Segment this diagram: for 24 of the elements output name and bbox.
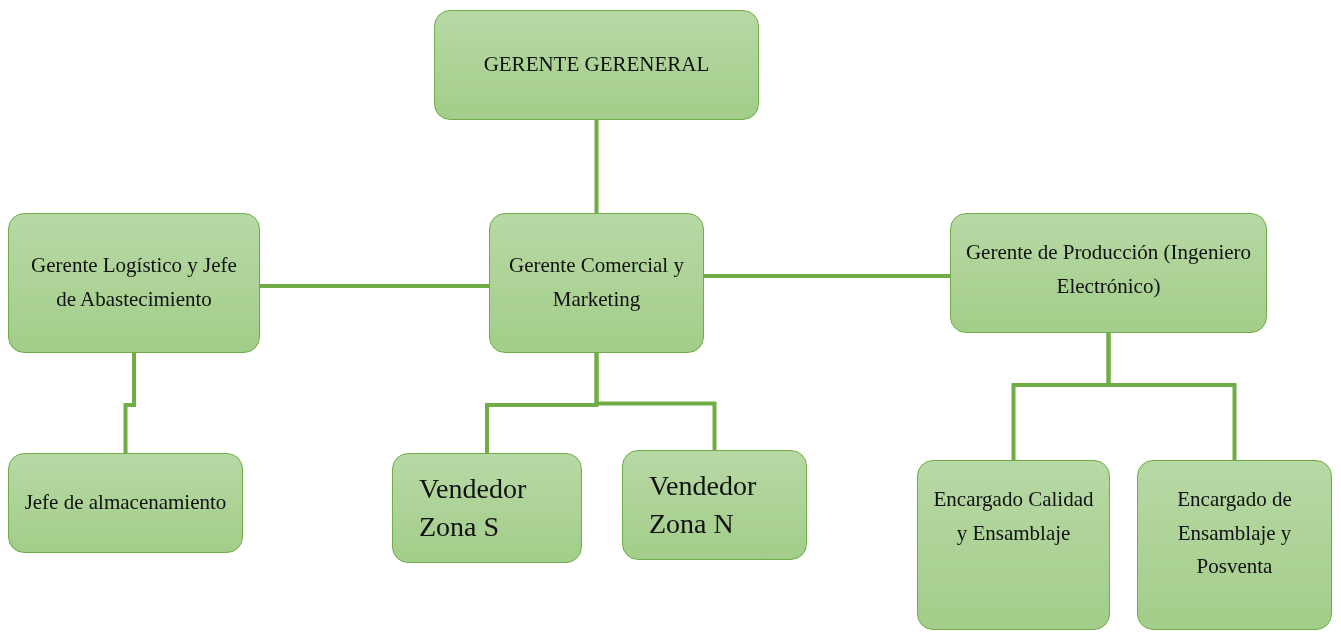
org-box [8,213,260,353]
connector-line [594,120,599,213]
role-title: Jefe de almacenamiento [24,489,227,517]
connector-line [123,353,136,453]
org-box [950,213,1267,333]
org-box [434,10,759,120]
role-title: Encargado de Ensamblaje y Posventa [1176,486,1293,581]
role-title: Gerente de Producción (Ingeniero Electrónico) [965,239,1252,300]
org-box [917,460,1110,630]
role-title: Encargado Calidad y Ensamblaje [932,486,1095,547]
org-box [1137,460,1332,630]
connector-line [594,353,717,450]
role-title: Vendedor Zona S [419,472,528,544]
org-box [392,453,582,563]
role-title: GERENTE GERENERAL [483,51,710,79]
role-title: Gerente Comercial y Marketing [508,252,685,313]
connector-line [260,284,489,288]
connector-line [1106,333,1237,460]
connector-line [704,274,950,278]
org-box [8,453,243,553]
role-title: Gerente Logístico y Jefe de Abastecimiento [30,252,238,313]
org-box [622,450,807,560]
role-title: Vendedor Zona N [649,469,758,541]
org-box [489,213,704,353]
